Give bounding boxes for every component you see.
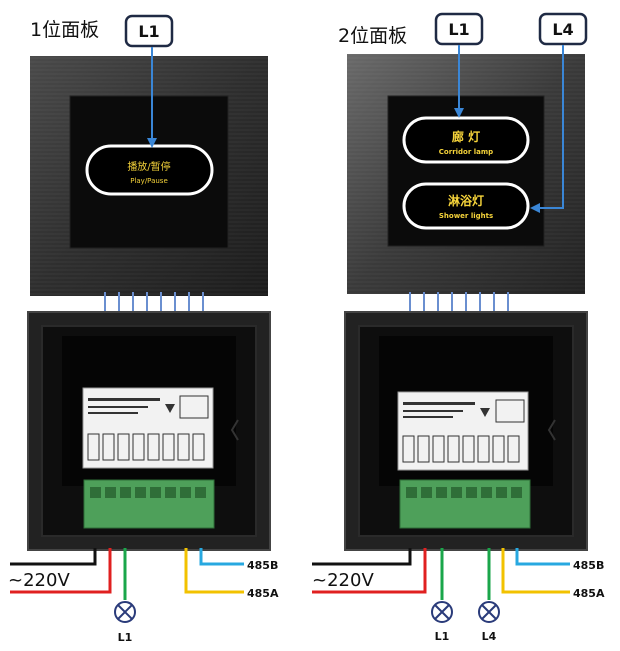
panel-2-wire-black	[312, 548, 412, 566]
panel-2-callout-l1-label: L1	[448, 20, 469, 39]
panel-1-lamp-l1: L1	[114, 601, 136, 644]
shower-lights-label-en: Shower lights	[439, 212, 493, 220]
panel-2-callout-arrow-l4	[530, 45, 564, 213]
panel-1-back	[27, 311, 271, 551]
panel-1-wire-black	[10, 548, 97, 566]
panel-2-wire-cyan	[515, 548, 570, 566]
panel-1-wires	[10, 548, 244, 600]
play-pause-button[interactable]: 播放/暂停 Play/Pause	[85, 144, 214, 196]
panel-2-callout-l1: L1	[434, 12, 484, 46]
panel-2-callout-l4: L4	[538, 12, 588, 46]
panel-1-ribbon-cable	[104, 292, 204, 312]
play-pause-label-cn: 播放/暂停	[127, 160, 170, 173]
panel-1-wire-yellow	[184, 548, 244, 594]
play-pause-label-en: Play/Pause	[130, 177, 168, 185]
panel-2-supply-label: ~220V	[312, 570, 374, 591]
panel-2-wire-red	[312, 548, 427, 594]
shower-lights-button[interactable]: 淋浴灯 Shower lights	[402, 182, 530, 230]
panel-1-485a-label: 485A	[247, 587, 279, 600]
panel-1-callout-l1-label: L1	[138, 22, 159, 41]
panel-1-wire-red	[10, 548, 112, 594]
panel-2: 2位面板 L1 L4 廊 灯 Corridor lamp 淋浴灯 Shower …	[312, 12, 605, 643]
panel-2-title: 2位面板	[338, 25, 407, 47]
panel-1-title: 1位面板	[30, 19, 99, 41]
panel-2-wire-yellow	[501, 548, 570, 594]
panel-2-back	[344, 311, 588, 551]
panel-1-terminal-block	[83, 479, 215, 529]
panel-2-lamp-l4: L4	[478, 601, 500, 643]
panel-2-front: 廊 灯 Corridor lamp 淋浴灯 Shower lights	[347, 54, 585, 294]
panel-1-485b-label: 485B	[247, 559, 278, 572]
panel-2-ribbon-cable	[409, 292, 509, 312]
panel-2-terminal-block	[399, 479, 531, 529]
panel-1-callout-l1: L1	[124, 14, 174, 48]
panel-2-lamp-l4-label: L4	[482, 630, 497, 643]
panel-1: 1位面板 L1 播放/暂停 Play/Pause	[8, 14, 279, 644]
panel-1-wire-cyan	[199, 548, 244, 566]
panel-2-485a-label: 485A	[573, 587, 605, 600]
panel-1-front: 播放/暂停 Play/Pause	[30, 56, 268, 296]
panel-2-callout-l4-label: L4	[552, 20, 573, 39]
panel-2-485b-label: 485B	[573, 559, 604, 572]
panel-1-supply-label: ~220V	[8, 570, 70, 591]
panel-2-lamp-l1: L1	[431, 601, 453, 643]
panel-2-wires	[312, 548, 570, 600]
panel-1-lamp-l1-label: L1	[118, 631, 133, 644]
panel-2-lamp-l1-label: L1	[435, 630, 450, 643]
corridor-lamp-button[interactable]: 廊 灯 Corridor lamp	[402, 116, 530, 164]
shower-lights-label-cn: 淋浴灯	[448, 193, 484, 208]
corridor-lamp-label-en: Corridor lamp	[439, 148, 493, 156]
corridor-lamp-label-cn: 廊 灯	[452, 129, 480, 144]
